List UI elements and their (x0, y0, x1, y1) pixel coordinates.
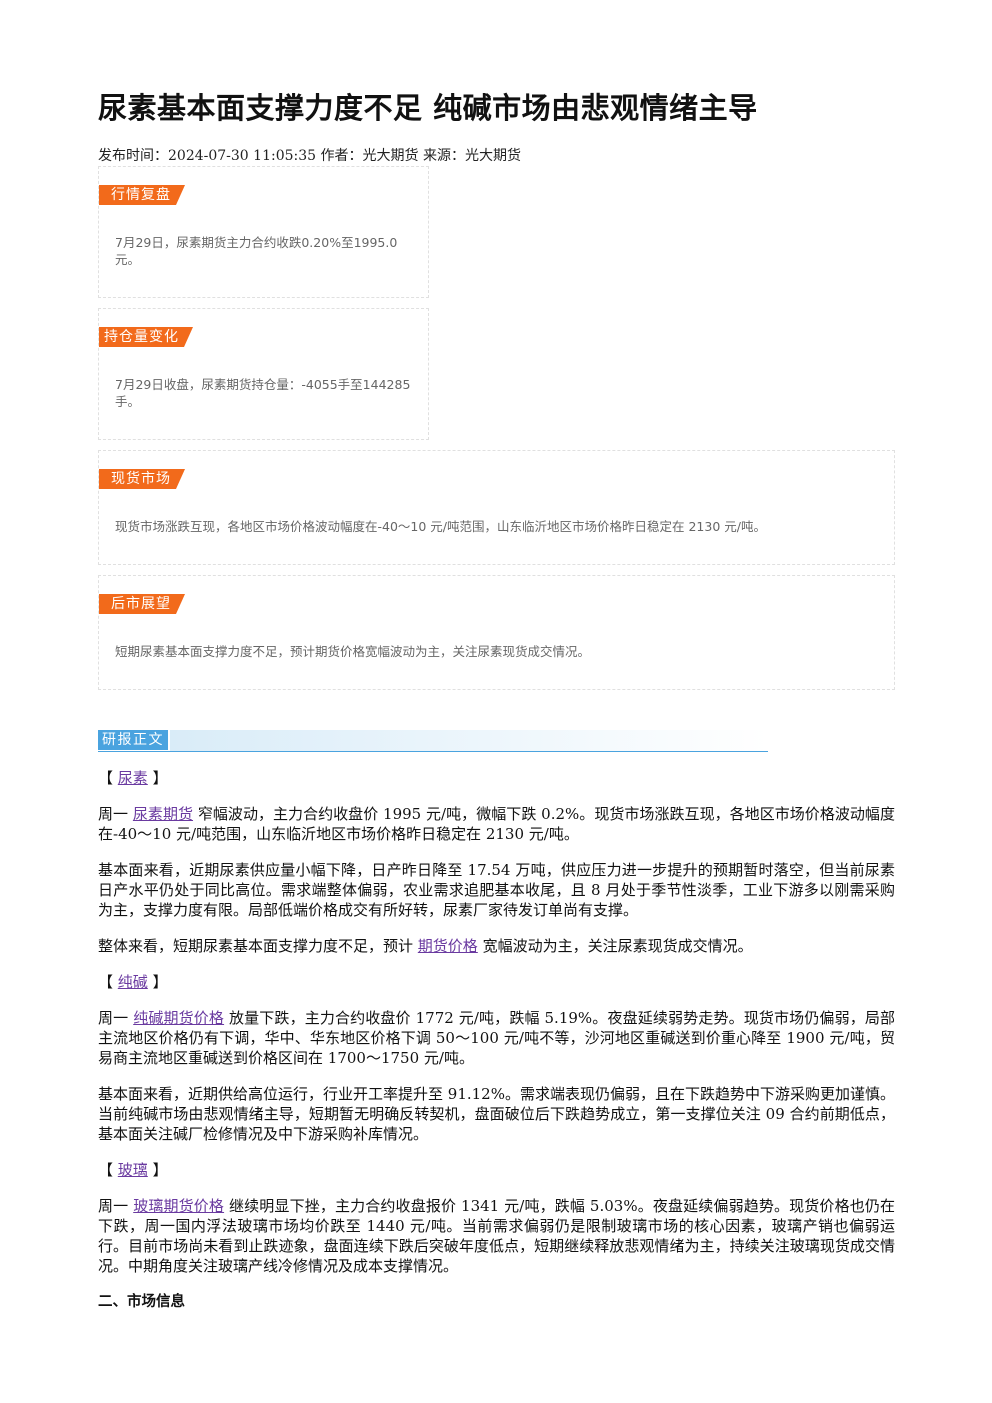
section-title: 研报正文 (98, 730, 168, 750)
urea-link[interactable]: 尿素 (117, 769, 148, 787)
tag-market-review: 行情复盘 (99, 185, 185, 205)
glass-p1-text: 继续明显下挫，主力合约收盘报价 1341 元/吨，跌幅 5.03%。夜盘延续偏弱… (98, 1197, 895, 1275)
soda-paragraph-2: 基本面来看，近期供给高位运行，行业开工率提升至 91.12%。需求端表现仍偏弱，… (98, 1085, 895, 1143)
urea-p1-prefix: 周一 (98, 805, 129, 823)
urea-paragraph-3: 整体来看，短期尿素基本面支撑力度不足，预计 期货价格 宽幅波动为主，关注尿素现货… (98, 936, 895, 956)
bracket-close: 】 (152, 1161, 168, 1179)
urea-p1-text: 窄幅波动，主力合约收盘价 1995 元/吨，微幅下跌 0.2%。现货市场涨跌互现… (98, 805, 895, 843)
bracket-close: 】 (152, 973, 168, 991)
tag-open-interest: 持仓量变化 (99, 327, 193, 347)
tag-outlook: 后市展望 (99, 594, 185, 614)
glass-p1-prefix: 周一 (98, 1197, 129, 1215)
soda-heading: 【 纯碱 】 (98, 972, 895, 992)
tag-spot-market: 现货市场 (99, 469, 185, 489)
page-title: 尿素基本面支撑力度不足 纯碱市场由悲观情绪主导 (98, 91, 758, 125)
box-market-review: 行情复盘 7月29日，尿素期货主力合约收跌0.20%至1995.0元。 (98, 166, 429, 298)
section-header-line (98, 751, 768, 752)
glass-link[interactable]: 玻璃 (117, 1161, 148, 1179)
urea-p3-text: 宽幅波动为主，关注尿素现货成交情况。 (482, 937, 753, 955)
urea-paragraph-2: 基本面来看，近期尿素供应量小幅下降，日产昨日降至 17.54 万吨，供应压力进一… (98, 861, 895, 919)
soda-p1-text: 放量下跌，主力合约收盘价 1772 元/吨，跌幅 5.19%。夜盘延续弱势走势。… (98, 1009, 895, 1067)
soda-futures-price-link[interactable]: 纯碱期货价格 (133, 1009, 225, 1027)
box-open-interest: 持仓量变化 7月29日收盘，尿素期货持仓量：-4055手至144285手。 (98, 308, 429, 440)
article: 尿素基本面支撑力度不足 纯碱市场由悲观情绪主导 发布时间：2024-07-30 … (98, 88, 895, 1312)
urea-paragraph-1: 周一 尿素期货 窄幅波动，主力合约收盘价 1995 元/吨，微幅下跌 0.2%。… (98, 804, 895, 844)
urea-p3-prefix: 整体来看，短期尿素基本面支撑力度不足，预计 (98, 937, 414, 955)
soda-p1-prefix: 周一 (98, 1009, 129, 1027)
futures-price-link[interactable]: 期货价格 (417, 937, 478, 955)
urea-futures-link[interactable]: 尿素期货 (132, 805, 194, 823)
bracket-open: 【 (98, 973, 114, 991)
box-market-review-text: 7月29日，尿素期货主力合约收跌0.20%至1995.0元。 (115, 235, 398, 267)
box-spot-market-text: 现货市场涨跌互现，各地区市场价格波动幅度在-40～10 元/吨范围，山东临沂地区… (115, 519, 766, 534)
bracket-open: 【 (98, 1161, 114, 1179)
soda-paragraph-1: 周一 纯碱期货价格 放量下跌，主力合约收盘价 1772 元/吨，跌幅 5.19%… (98, 1008, 895, 1068)
glass-futures-price-link[interactable]: 玻璃期货价格 (133, 1197, 225, 1215)
bracket-open: 【 (98, 769, 114, 787)
box-spot-market: 现货市场 现货市场涨跌互现，各地区市场价格波动幅度在-40～10 元/吨范围，山… (98, 450, 895, 565)
box-open-interest-text: 7月29日收盘，尿素期货持仓量：-4055手至144285手。 (115, 377, 411, 409)
section-header-fade (170, 730, 768, 751)
market-info-heading: 二、市场信息 (98, 1294, 185, 1310)
soda-link[interactable]: 纯碱 (117, 973, 148, 991)
glass-paragraph-1: 周一 玻璃期货价格 继续明显下挫，主力合约收盘报价 1341 元/吨，跌幅 5.… (98, 1196, 895, 1276)
urea-heading: 【 尿素 】 (98, 768, 895, 788)
bracket-close: 】 (152, 769, 168, 787)
glass-heading: 【 玻璃 】 (98, 1160, 895, 1180)
article-meta: 发布时间：2024-07-30 11:05:35 作者：光大期货 来源：光大期货 (98, 148, 521, 164)
box-outlook-text: 短期尿素基本面支撑力度不足，预计期货价格宽幅波动为主，关注尿素现货成交情况。 (115, 644, 591, 659)
section-header: 研报正文 (98, 730, 895, 752)
box-outlook: 后市展望 短期尿素基本面支撑力度不足，预计期货价格宽幅波动为主，关注尿素现货成交… (98, 575, 895, 690)
